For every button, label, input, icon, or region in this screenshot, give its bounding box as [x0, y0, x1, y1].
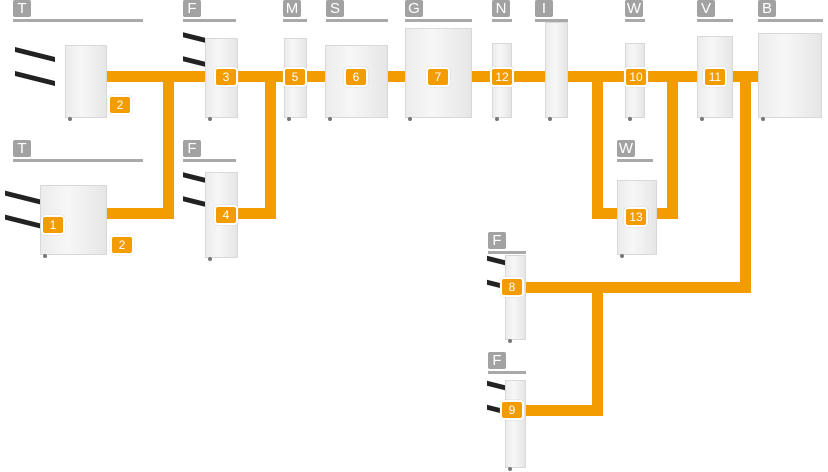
- group-underline: [183, 19, 236, 22]
- device-number-badge: 4: [214, 205, 238, 225]
- device-number-badge: 5: [283, 67, 307, 87]
- output-tray-icon: [15, 47, 55, 62]
- group-label-t-low: T: [13, 140, 31, 157]
- group-label-w-low: W: [617, 140, 635, 157]
- group-label-m: M: [283, 0, 301, 17]
- device-f-9: [505, 380, 526, 471]
- group-underline: [617, 159, 653, 162]
- connector-line: [265, 71, 276, 219]
- group-label-f-top: F: [183, 0, 201, 17]
- output-tray-icon: [5, 190, 40, 205]
- group-label-f-8: F: [488, 232, 506, 249]
- group-label-w-top: W: [625, 0, 643, 17]
- device-number-badge: 2: [110, 235, 134, 255]
- group-label-i: I: [535, 0, 553, 17]
- output-tray-icon: [5, 214, 40, 229]
- connector-line: [592, 282, 603, 416]
- device-number-badge: 8: [500, 277, 524, 297]
- connector-line: [667, 71, 678, 219]
- group-underline: [183, 159, 236, 162]
- device-number-badge: 3: [214, 67, 238, 87]
- connector-line: [163, 71, 174, 219]
- group-label-f-low: F: [183, 140, 201, 157]
- device-i: [545, 22, 568, 121]
- connector-line: [525, 282, 751, 293]
- group-underline: [326, 19, 388, 22]
- device-number-badge: 1: [41, 215, 65, 235]
- group-label-s: S: [326, 0, 344, 17]
- group-underline: [697, 19, 733, 22]
- output-tray-icon: [183, 32, 205, 43]
- device-f-8: [505, 255, 526, 343]
- output-tray-icon: [183, 172, 205, 183]
- connector-line: [107, 208, 174, 219]
- group-label-f-9: F: [488, 352, 506, 369]
- output-tray-icon: [487, 255, 505, 266]
- output-tray-icon: [15, 71, 55, 86]
- output-tray-icon: [487, 380, 505, 391]
- group-underline: [535, 19, 568, 22]
- connector-line: [592, 208, 622, 219]
- group-underline: [405, 19, 472, 22]
- output-tray-icon: [183, 56, 205, 67]
- connector-line: [592, 71, 603, 219]
- connector-line: [740, 71, 751, 293]
- group-label-b: B: [758, 0, 776, 17]
- group-underline: [625, 19, 645, 22]
- device-number-badge: 6: [344, 67, 368, 87]
- device-number-badge: 9: [500, 400, 524, 420]
- group-underline: [492, 19, 512, 22]
- group-label-v: V: [697, 0, 715, 17]
- device-number-badge: 2: [108, 95, 132, 115]
- device-number-badge: 11: [703, 67, 727, 87]
- group-underline: [488, 371, 526, 374]
- output-tray-icon: [183, 196, 205, 207]
- device-number-badge: 13: [624, 207, 648, 227]
- group-underline: [758, 19, 823, 22]
- connector-line: [655, 208, 678, 219]
- connector-line: [236, 208, 276, 219]
- group-label-n: N: [492, 0, 510, 17]
- device-t-top: [65, 45, 107, 121]
- device-number-badge: 7: [426, 67, 450, 87]
- device-number-badge: 12: [490, 67, 514, 87]
- device-b: [758, 33, 822, 121]
- group-underline: [488, 251, 526, 254]
- device-number-badge: 10: [624, 67, 648, 87]
- group-underline: [13, 159, 143, 162]
- group-label-t-top: T: [13, 0, 31, 17]
- group-label-g: G: [405, 0, 423, 17]
- group-underline: [283, 19, 307, 22]
- group-underline: [13, 19, 143, 22]
- connector-line: [525, 405, 603, 416]
